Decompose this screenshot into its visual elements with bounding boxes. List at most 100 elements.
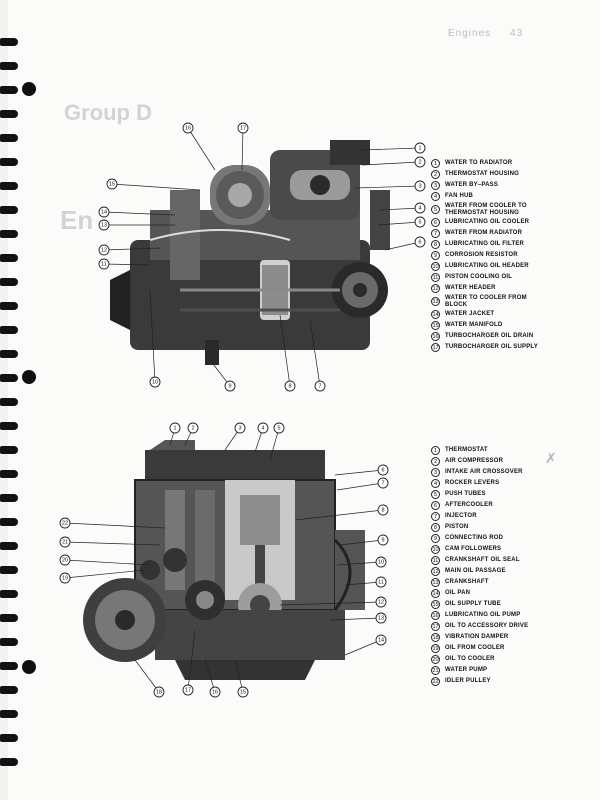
callout-number: 6 [381,467,384,473]
callout-number: 11 [378,579,384,585]
callout-number: 5 [277,425,280,431]
callout-bubble [375,634,387,646]
legend-number: 2 [431,457,440,466]
callout-number: 11 [101,261,107,267]
legend-label: CRANKSHAFT OIL SEAL [445,557,520,564]
legend-label: TURBOCHARGER OIL SUPPLY [445,344,538,351]
leader-line [279,314,291,387]
legend-number: 17 [431,343,440,352]
callout-number: 13 [378,615,384,621]
callout-bubble [98,244,110,256]
callout-number: 22 [62,520,68,526]
leader-line [204,659,216,693]
leader-line [336,482,384,491]
callout-number: 7 [381,480,384,486]
callout-bubble [377,534,389,546]
leader-line [209,359,231,387]
leader-line [64,522,166,529]
callout-bubble [414,142,426,154]
callout-bubble [375,556,387,568]
legend-number: 15 [431,321,440,330]
legend-number: 12 [431,567,440,576]
binding-ring [0,686,18,694]
legend-label: PISTON COOLING OIL [445,274,513,281]
legend-number: 13 [431,578,440,587]
legend-number: 9 [431,534,440,543]
callout-bubble [375,612,387,624]
leader-line [103,211,176,216]
binding-ring [0,542,18,550]
legend-number: 4 [431,479,440,488]
callout-bubble [59,572,71,584]
callout-bubble [414,236,426,248]
legend-label: TURBOCHARGER OIL DRAIN [445,333,534,340]
legend-number: 7 [431,229,440,238]
callout-bubble [182,122,194,134]
punch-hole [22,660,36,674]
binding-ring [0,350,18,358]
callout-bubble [377,477,389,489]
legend-label: WATER TO RADIATOR [445,160,513,167]
header-marker: Engines [448,28,492,39]
legend-label: WATER FROM COOLER TO THERMOSTAT HOUSING [445,203,527,216]
leader-line [149,289,156,383]
callout-bubble [375,576,387,588]
binding-ring [0,278,18,286]
callout-number: 14 [378,637,384,643]
callout-number: 8 [381,507,384,513]
leader-line [339,539,384,546]
binding-ring [0,614,18,622]
leader-line [64,541,161,546]
legend-label: VIBRATION DAMPER [445,634,509,641]
legend-number: 8 [431,240,440,249]
callout-number: 20 [62,557,68,563]
binding-ring [0,374,18,382]
binding-ring [0,734,18,742]
callout-number: 5 [418,219,421,225]
binding-ring [0,230,18,238]
callout-bubble [414,202,426,214]
callout-number: 15 [240,689,246,695]
callout-number: 3 [238,425,241,431]
leader-line [329,617,382,621]
callout-number: 7 [318,383,321,389]
legend-label: LUBRICATING OIL COOLER [445,219,530,226]
legend-number: 10 [431,262,440,271]
callout-bubble [187,422,199,434]
callout-number: 10 [378,559,384,565]
callout-number: 18 [156,689,162,695]
callout-number: 1 [173,425,176,431]
callout-number: 12 [378,599,384,605]
callout-number: 17 [185,687,191,693]
leader-line [134,659,160,693]
legend-label: CONNECTING ROD [445,535,504,542]
spiral-binding [0,0,40,800]
callout-bubble [106,178,118,190]
callout-bubble [414,180,426,192]
legend-label: OIL TO ACCESSORY DRIVE [445,623,529,630]
legend-number: 14 [431,589,440,598]
legend-label: AFTERCOOLER [445,502,493,509]
legend-number: 10 [431,545,440,554]
binding-ring [0,398,18,406]
legend-number: 11 [431,556,440,565]
callout-bubble [234,422,246,434]
binding-ring [0,758,18,766]
leader-line [187,127,216,171]
callout-number: 12 [101,247,107,253]
punch-hole [22,82,36,96]
callout-bubble [375,596,387,608]
leader-line [103,263,151,266]
leader-line [354,185,421,189]
